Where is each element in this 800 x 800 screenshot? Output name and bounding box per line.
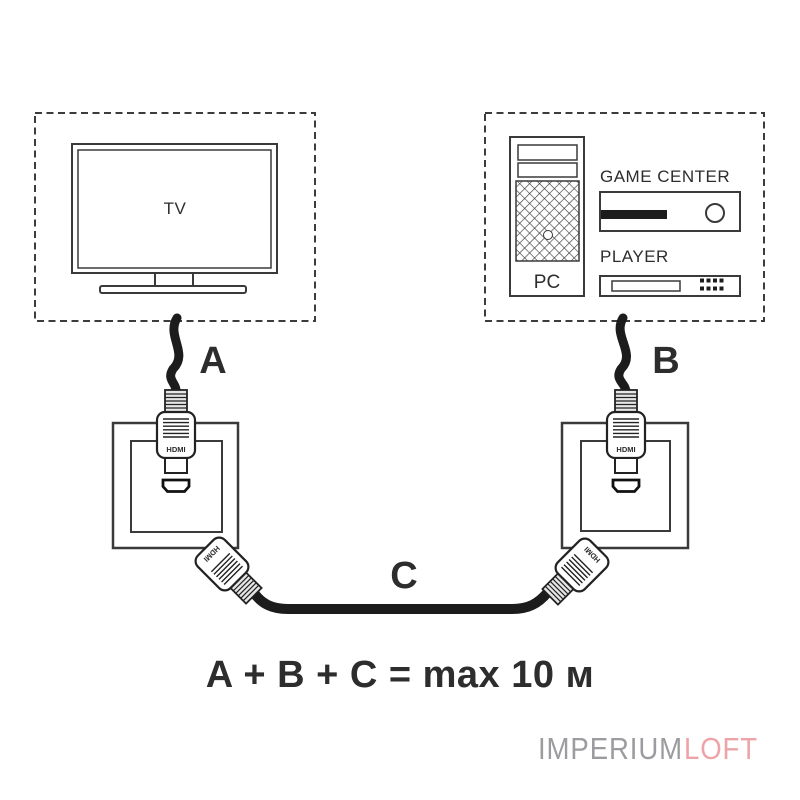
- cable-length-formula: A + B + C = max 10 м: [206, 654, 594, 696]
- hdmi-plug-a: HDMI: [155, 389, 197, 474]
- tv-stand-neck: [154, 272, 194, 287]
- plug-a-connector-tip: [164, 457, 188, 474]
- plug-a-hdmi-label: HDMI: [166, 445, 185, 454]
- plug-b-connector-tip: [614, 457, 638, 474]
- cable-c-label: C: [390, 555, 417, 597]
- pc-tower: PC: [509, 136, 585, 297]
- hdmi-socket-left: [161, 478, 191, 493]
- player-buttons: [700, 278, 724, 291]
- plug-c-right-body: [554, 537, 610, 593]
- cable-a-label: A: [199, 340, 226, 382]
- game-console: GAME CENTER: [599, 167, 741, 232]
- cable-c: [249, 587, 553, 614]
- pc-drive-slot-1: [517, 144, 578, 161]
- cable-b: [614, 313, 631, 397]
- player-disc-tray: [611, 280, 681, 292]
- pc-power-button: [543, 230, 553, 240]
- cable-a: [166, 313, 184, 397]
- hdmi-plug-b: HDMI: [605, 389, 647, 474]
- tv-label: TV: [164, 199, 187, 218]
- watermark-logo: IMPERIUMLOFT: [538, 731, 758, 766]
- pc-mesh-grill: [515, 180, 580, 262]
- tv-illustration: TV: [71, 143, 278, 294]
- pc-label: PC: [534, 272, 560, 293]
- hdmi-plug-c-right: HDMI: [541, 537, 610, 606]
- cable-b-label: B: [652, 340, 679, 382]
- watermark-part2: LOFT: [684, 731, 758, 766]
- player-label: PLAYER: [600, 247, 669, 266]
- hdmi-plug-c-left: HDMI: [194, 536, 263, 605]
- media-player: PLAYER: [599, 247, 741, 297]
- plug-b-hdmi-label: HDMI: [616, 445, 635, 454]
- tv-stand-base: [99, 285, 247, 294]
- pc-drive-slot-2: [517, 162, 578, 178]
- game-console-power-button: [705, 203, 725, 223]
- hdmi-socket-right: [611, 478, 641, 493]
- tv-screen: [77, 149, 272, 269]
- game-center-label: GAME CENTER: [600, 167, 730, 186]
- plug-c-left-body: [194, 536, 250, 592]
- watermark-part1: IMPERIUM: [538, 731, 683, 766]
- game-console-vent-bar: [601, 210, 667, 219]
